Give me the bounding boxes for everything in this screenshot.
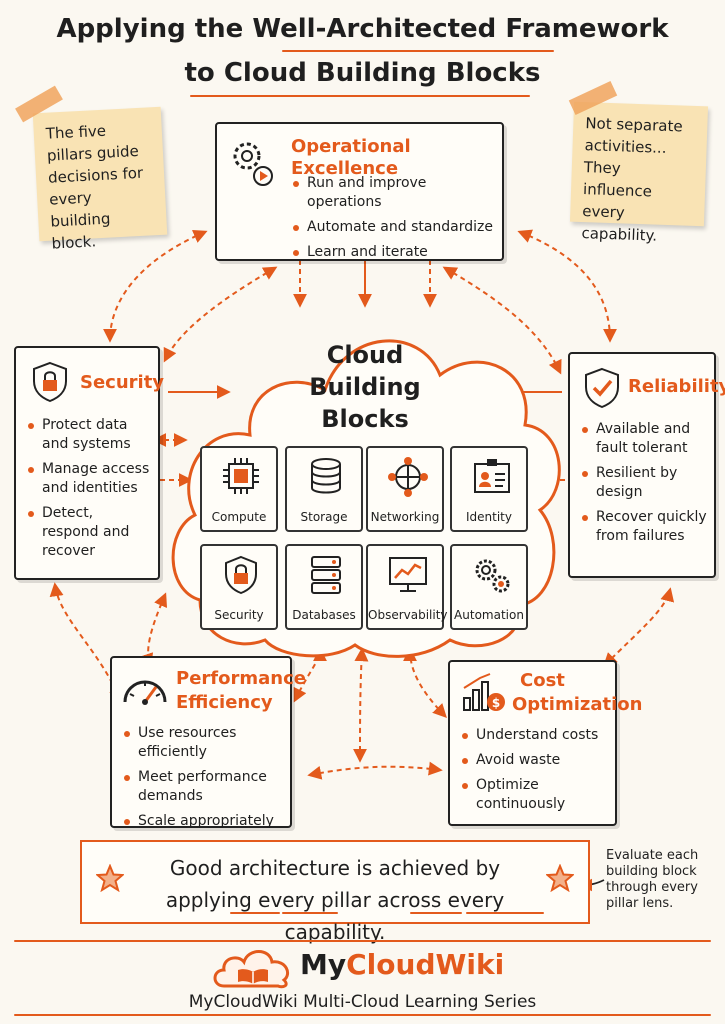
pillar-item: Manage access and identities: [26, 460, 154, 498]
block-databases: Databases: [285, 544, 363, 630]
block-label: Compute: [211, 510, 267, 524]
banner-line2: applying every pillar across every capab…: [165, 888, 505, 944]
block-label: Observability: [368, 608, 448, 622]
block-automation: Automation: [450, 544, 528, 630]
pillar-title: Security: [80, 372, 165, 393]
pillar-item: Understand costs: [460, 726, 610, 745]
pillar-item: Meet performance demands: [122, 768, 287, 806]
banner-underline: [230, 912, 280, 914]
banner-line1: Good architecture is achieved by: [169, 856, 501, 880]
page-title-line1: Applying the Well-Architected Framework: [56, 14, 669, 44]
block-storage: Storage: [285, 446, 363, 532]
chart-coin-icon: $: [463, 673, 505, 711]
pillar-item: Run and improve operations: [291, 174, 496, 212]
pillar-item: Recover quickly from failures: [580, 508, 710, 546]
note-left-text: The five pillars guide decisions for eve…: [45, 121, 144, 253]
footer-divider: [14, 940, 711, 942]
side-note: Evaluate each building block through eve…: [606, 848, 699, 911]
pillar-item: Automate and standardize: [291, 218, 496, 237]
star-icon: [546, 864, 574, 892]
block-observability: Observability: [366, 544, 448, 630]
block-security: Security: [200, 544, 278, 630]
pillar-title: Reliability: [628, 376, 725, 397]
pillar-title-line1: Performance: [176, 668, 306, 689]
cloud-title-line2: Building: [309, 373, 421, 401]
block-networking: Networking: [366, 446, 444, 532]
block-label: Security: [214, 608, 264, 622]
note-right: Not separate activities... They influenc…: [569, 101, 709, 245]
page-title-line2: to Cloud Building Blocks: [184, 58, 541, 88]
banner-underline: [410, 912, 462, 914]
shield-check-icon: [585, 367, 619, 409]
id-badge-icon: [474, 459, 510, 493]
brand-name: MyCloudWiki: [300, 948, 504, 981]
block-label: Identity: [466, 510, 512, 524]
pillar-item: Resilient by design: [580, 464, 710, 502]
pillar-item: Use resources efficiently: [122, 724, 287, 762]
pillar-cost-optimization: $ Cost Optimization Understand costs Avo…: [448, 660, 642, 826]
shield-lock-icon: [225, 555, 257, 595]
server-stack-icon: [311, 556, 341, 594]
chip-icon: [223, 458, 259, 494]
pillar-title-line2: Efficiency: [176, 692, 273, 713]
database-icon: [311, 458, 341, 494]
brand-part-my: My: [300, 948, 347, 981]
footer-divider-bottom: [14, 1014, 711, 1016]
network-icon: [388, 457, 428, 497]
cloud-title-line1: Cloud: [326, 341, 404, 369]
pillar-title: Operational Excellence: [291, 136, 411, 179]
banner-underline: [466, 912, 544, 914]
pillar-performance-efficiency: Performance Efficiency Use resources eff…: [110, 656, 306, 831]
pillar-title-line1: Cost: [520, 670, 565, 691]
note-left: The five pillars guide decisions for eve…: [32, 106, 168, 253]
gears-icon: [475, 559, 510, 593]
gears-icon: [233, 142, 273, 186]
brand-part-cloudwiki: CloudWiki: [346, 948, 505, 981]
pillar-item: Learn and iterate: [291, 243, 496, 262]
block-label: Networking: [370, 510, 440, 524]
star-icon: [96, 864, 124, 892]
pillar-item: Available and fault tolerant: [580, 420, 710, 458]
svg-text:$: $: [492, 696, 500, 710]
pillar-reliability: Reliability Available and fault tolerant…: [568, 352, 725, 578]
banner-underline: [282, 912, 338, 914]
block-compute: Compute: [200, 446, 278, 532]
speedometer-icon: [123, 680, 167, 705]
pillar-security: Security Protect data and systems Manage…: [14, 346, 164, 580]
pillar-item: Detect, respond and recover: [26, 504, 154, 561]
pillar-operational-excellence: Operational Excellence Run and improve o…: [215, 122, 504, 261]
monitor-chart-icon: [389, 557, 427, 592]
pillar-item: Protect data and systems: [26, 416, 154, 454]
pillar-title-line2: Optimization: [512, 694, 643, 715]
cloud-title-line3: Blocks: [321, 405, 409, 433]
pillar-item: Scale appropriately: [122, 812, 287, 831]
pillar-item: Avoid waste: [460, 751, 610, 770]
block-label: Databases: [292, 608, 356, 622]
title-underline: [282, 50, 554, 52]
summary-banner: Good architecture is achieved by applyin…: [80, 840, 590, 944]
footer-subtitle: MyCloudWiki Multi-Cloud Learning Series: [188, 992, 537, 1012]
shield-lock-icon: [33, 361, 67, 403]
block-label: Storage: [300, 510, 348, 524]
title-underline-2: [190, 95, 530, 97]
pillar-item: Optimize continuously: [460, 776, 610, 814]
block-identity: Identity: [450, 446, 528, 532]
cloud-book-logo-icon: [213, 950, 289, 989]
block-label: Automation: [454, 608, 524, 622]
